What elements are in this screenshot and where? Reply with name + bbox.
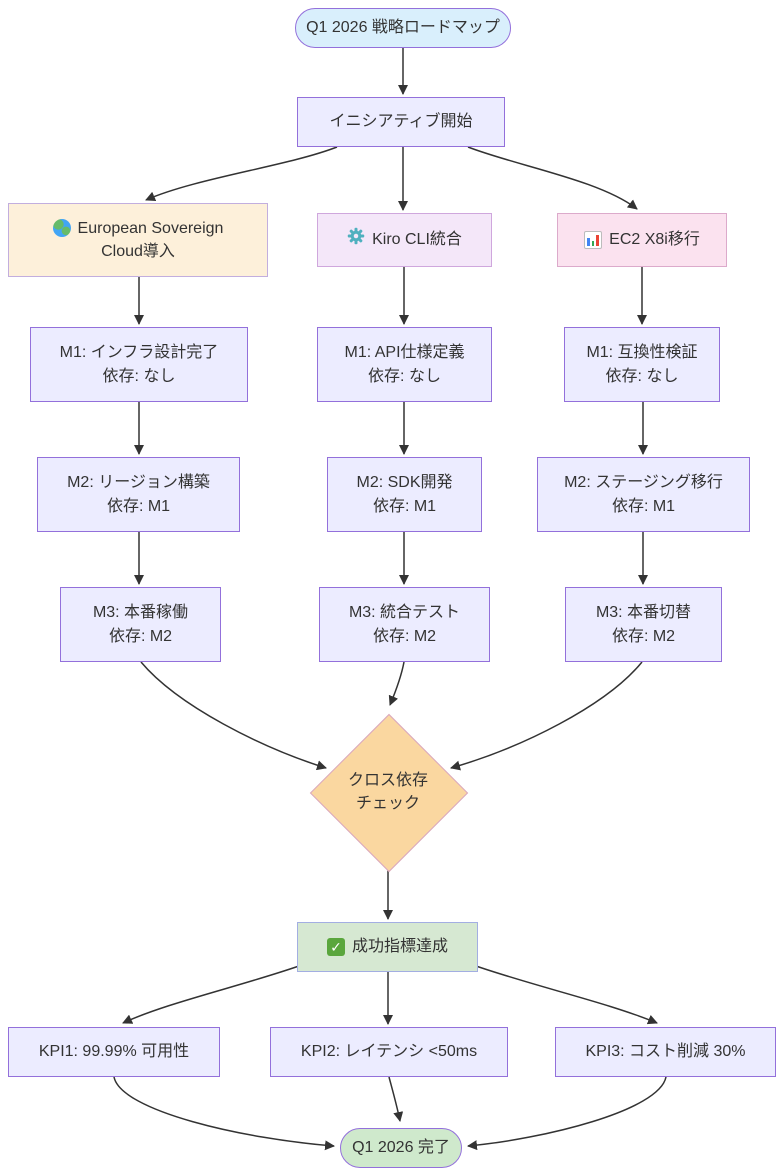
branch-cloud-label2: Cloud導入: [101, 243, 175, 260]
node-branch-cloud: European Sovereign Cloud導入: [8, 203, 268, 277]
node-decision: クロス依存 チェック: [303, 760, 473, 824]
kpi3-label: KPI3: コスト削減 30%: [585, 1043, 746, 1061]
node-cloud-m1: M1: インフラ設計完了 依存: なし: [30, 327, 248, 402]
node-kiro-m3: M3: 統合テスト 依存: M2: [319, 587, 490, 662]
edge-kpi2-end: [388, 1076, 404, 1122]
success-line: ✓ 成功指標達成: [326, 935, 448, 958]
kiro-m3-title: M3: 統合テスト: [348, 604, 461, 622]
edge-kiro-m3-decision: [388, 661, 405, 706]
edge-success-kpi3: [475, 965, 658, 1025]
node-kpi2: KPI2: レイテンシ <50ms: [270, 1027, 508, 1077]
decision-line2: チェック: [355, 795, 420, 812]
edge-kickoff-cloud: [145, 146, 338, 201]
kiro-m2-dep: 依存: M1: [372, 497, 437, 515]
cloud-m3-dep: 依存: M2: [108, 627, 173, 645]
kiro-m3-dep: 依存: M2: [372, 627, 437, 645]
node-ec2-m3: M3: 本番切替 依存: M2: [565, 587, 722, 662]
cloud-m3-title: M3: 本番稼働: [92, 604, 189, 622]
edge-kpi3-end: [467, 1076, 667, 1151]
kiro-m1-dep: 依存: なし: [368, 367, 441, 385]
node-end: Q1 2026 完了: [340, 1128, 462, 1168]
node-kpi1: KPI1: 99.99% 可用性: [8, 1027, 220, 1077]
ec2-m1-title: M1: 互換性検証: [586, 344, 698, 362]
edge-kickoff-ec2: [467, 146, 638, 210]
node-start-label: Q1 2026 戦略ロードマップ: [306, 19, 500, 37]
node-start: Q1 2026 戦略ロードマップ: [295, 8, 511, 48]
ec2-m2-title: M2: ステージング移行: [564, 474, 723, 492]
globe-icon: [52, 219, 71, 238]
node-kickoff: イニシアティブ開始: [297, 97, 505, 147]
node-cloud-m2: M2: リージョン構築 依存: M1: [37, 457, 240, 532]
cloud-m1-dep: 依存: なし: [102, 367, 176, 385]
edge-kpi1-end: [113, 1076, 335, 1151]
kiro-m2-title: M2: SDK開発: [356, 474, 453, 492]
branch-ec2-line1: EC2 X8i移行: [584, 228, 700, 251]
cloud-m2-title: M2: リージョン構築: [67, 474, 210, 492]
ec2-m3-title: M3: 本番切替: [595, 604, 692, 622]
kpi2-label: KPI2: レイテンシ <50ms: [300, 1043, 478, 1061]
node-kiro-m1: M1: API仕様定義 依存: なし: [317, 327, 492, 402]
node-branch-ec2: EC2 X8i移行: [557, 213, 727, 267]
node-branch-kiro: Kiro CLI統合: [317, 213, 492, 267]
branch-kiro-line1: Kiro CLI統合: [347, 227, 462, 252]
node-kickoff-label: イニシアティブ開始: [329, 113, 473, 131]
cloud-m2-dep: 依存: M1: [106, 497, 171, 515]
gear-icon: [347, 227, 365, 252]
ec2-m1-dep: 依存: なし: [605, 367, 679, 385]
branch-ec2-label: EC2 X8i移行: [609, 231, 700, 249]
node-end-label: Q1 2026 完了: [352, 1139, 450, 1157]
cloud-m1-title: M1: インフラ設計完了: [59, 344, 219, 362]
decision-line1: クロス依存: [347, 771, 428, 789]
node-success: ✓ 成功指標達成: [297, 922, 478, 972]
ec2-m3-dep: 依存: M2: [611, 627, 676, 645]
check-icon: ✓: [326, 938, 345, 956]
node-kiro-m2: M2: SDK開発 依存: M1: [327, 457, 482, 532]
node-ec2-m2: M2: ステージング移行 依存: M1: [537, 457, 750, 532]
bar-chart-icon: [584, 231, 603, 249]
node-ec2-m1: M1: 互換性検証 依存: なし: [564, 327, 720, 402]
node-kpi3: KPI3: コスト削減 30%: [555, 1027, 776, 1077]
edge-cloud-m3-decision: [140, 661, 327, 771]
branch-cloud-line1: European Sovereign: [52, 217, 224, 240]
branch-cloud-label1: European Sovereign: [77, 219, 224, 237]
kiro-m1-title: M1: API仕様定義: [344, 344, 465, 362]
node-cloud-m3: M3: 本番稼働 依存: M2: [60, 587, 221, 662]
branch-kiro-label: Kiro CLI統合: [372, 231, 462, 249]
edge-ec2-m3-decision: [450, 661, 643, 771]
kpi1-label: KPI1: 99.99% 可用性: [38, 1043, 190, 1061]
edge-success-kpi1: [122, 965, 300, 1024]
success-label: 成功指標達成: [351, 938, 448, 956]
ec2-m2-dep: 依存: M1: [611, 497, 676, 515]
